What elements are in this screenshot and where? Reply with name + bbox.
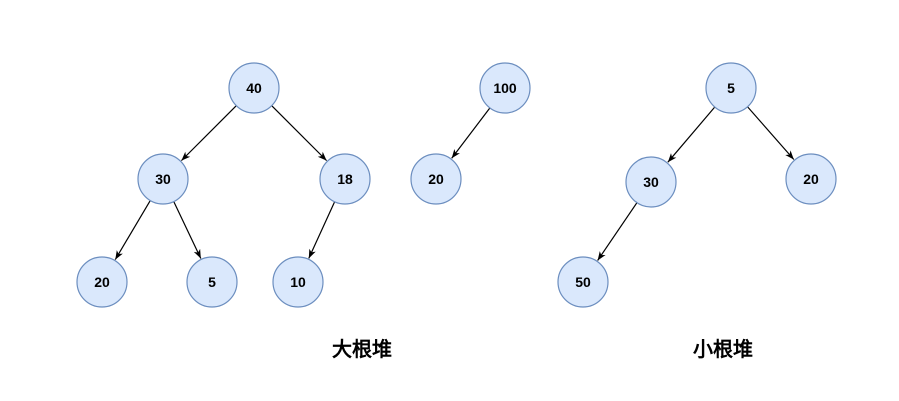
node-circle	[228, 62, 280, 114]
node-circle	[186, 256, 238, 308]
node-circle	[410, 153, 462, 205]
edges-layer	[114, 104, 795, 261]
edge-min-root-to-min-r	[746, 105, 795, 160]
node-circle	[479, 62, 531, 114]
node-min-r: 20	[785, 153, 837, 205]
edge-min-l-to-min-ll	[597, 201, 639, 261]
node-max-r: 18	[319, 153, 371, 205]
node-label: 20	[428, 171, 444, 187]
node-max-root: 40	[228, 62, 280, 114]
node-label: 40	[246, 80, 262, 96]
node-circle	[785, 153, 837, 205]
node-label: 20	[94, 274, 110, 290]
min-heap-caption: 小根堆	[693, 337, 753, 361]
edge-min-root-to-min-l	[667, 105, 716, 163]
node-label: 5	[208, 274, 216, 290]
edge-max-l-to-max-lr	[172, 200, 202, 259]
node-max-lr: 5	[186, 256, 238, 308]
max-heap-caption: 大根堆	[332, 337, 392, 361]
edge-max-l-to-max-ll	[114, 199, 152, 260]
node-min-ll: 50	[557, 256, 609, 308]
node-label: 18	[337, 171, 353, 187]
node-max2-root: 100	[479, 62, 531, 114]
node-label: 100	[493, 80, 517, 96]
node-label: 30	[155, 171, 171, 187]
edge-max-root-to-max-l	[180, 104, 238, 162]
node-circle	[272, 256, 324, 308]
node-label: 50	[575, 274, 591, 290]
node-label: 30	[643, 174, 659, 190]
node-circle	[319, 153, 371, 205]
node-circle	[705, 62, 757, 114]
node-label: 20	[803, 171, 819, 187]
node-label: 5	[727, 80, 735, 96]
node-max-l: 30	[137, 153, 189, 205]
edge-max2-root-to-max2-l	[451, 106, 491, 159]
nodes-layer: 40 30 18 20 5 10 100 20 5 30 20 50	[76, 62, 837, 308]
node-circle	[76, 256, 128, 308]
node-label: 10	[290, 274, 306, 290]
edge-max-r-to-max-rl	[308, 200, 336, 259]
node-circle	[137, 153, 189, 205]
node-max-rl: 10	[272, 256, 324, 308]
node-circle	[625, 156, 677, 208]
node-min-l: 30	[625, 156, 677, 208]
node-max2-l: 20	[410, 153, 462, 205]
edge-max-root-to-max-r	[270, 104, 328, 162]
node-circle	[557, 256, 609, 308]
node-max-ll: 20	[76, 256, 128, 308]
node-min-root: 5	[705, 62, 757, 114]
